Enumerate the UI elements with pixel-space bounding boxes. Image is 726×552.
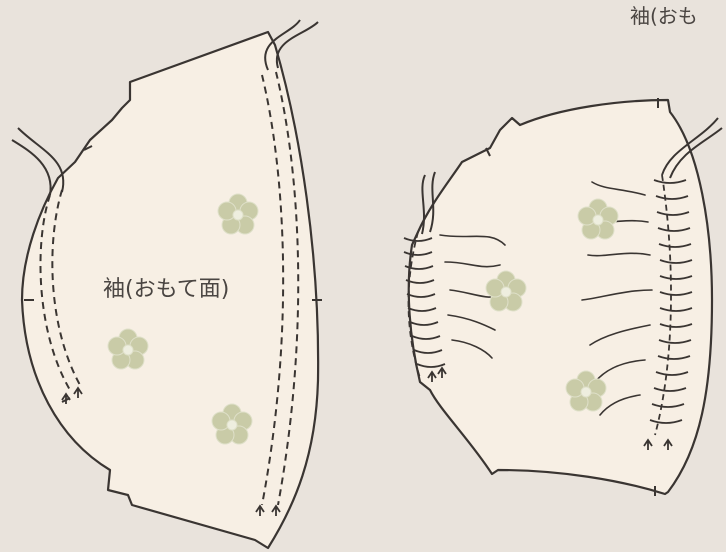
gather-fold-lines <box>439 181 653 416</box>
gathered-ruffle-left <box>403 231 446 379</box>
stitch-ties <box>61 386 281 516</box>
sleeve-partial-label: 袖(おも <box>630 4 698 28</box>
sleeve-front-label: 袖(おもて面) <box>103 277 229 302</box>
gathered-notches <box>485 98 659 496</box>
gathered-thread-tails <box>421 117 723 235</box>
gathered-stitch-ties <box>427 366 673 450</box>
sleeve-piece-gathered <box>403 98 723 496</box>
flower-motif <box>107 193 259 445</box>
sleeve-piece-flat: 袖(おもて面) <box>11 19 322 550</box>
stitch-lines-armhole <box>39 189 81 391</box>
thread-tails <box>11 19 319 196</box>
gathered-ruffle-right <box>649 174 693 436</box>
gathered-flower-motif <box>485 198 619 412</box>
sleeve-gathered-outline <box>407 98 714 496</box>
stitch-lines-cuff <box>261 71 300 506</box>
